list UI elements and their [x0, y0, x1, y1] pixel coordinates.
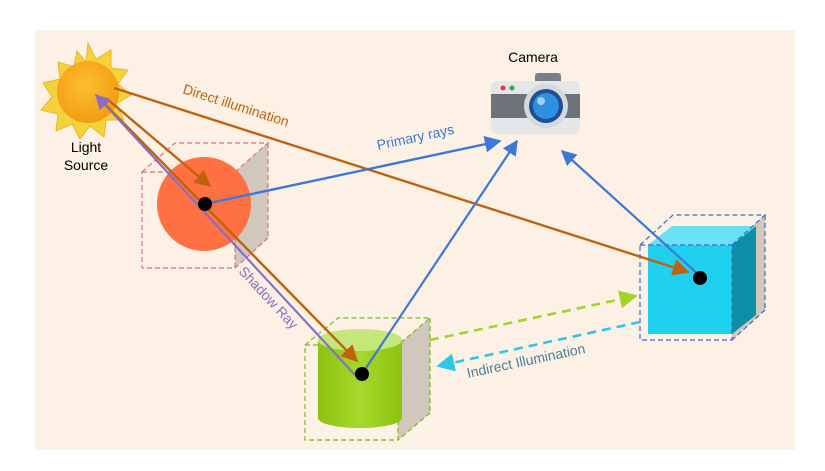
cube-top-face	[648, 226, 756, 245]
primary-ray-cylinder	[361, 139, 518, 375]
cylinder-object	[304, 317, 432, 441]
primary-ray-sphere	[204, 135, 502, 206]
cylinder	[318, 340, 402, 428]
sphere-bbox-top	[141, 142, 270, 173]
primary-ray-cube	[560, 149, 701, 277]
sun-disc	[57, 61, 119, 123]
direct-illumination-ray-cylinder	[100, 99, 359, 363]
cube-bbox-top	[639, 214, 767, 246]
direct-illumination-ray-sphere	[105, 97, 212, 188]
hit-point-sphere	[198, 197, 212, 211]
camera-led-red	[500, 85, 506, 91]
camera-lens-glint	[537, 97, 545, 105]
camera-icon	[491, 73, 580, 134]
hit-point-cylinder	[355, 367, 369, 381]
cylinder-shadow-plane	[398, 318, 430, 440]
hit-point-cube	[693, 271, 707, 285]
shadow-ray	[94, 93, 356, 376]
cube-object	[639, 214, 767, 341]
indirect-ray-green	[429, 290, 638, 342]
sphere-shadow-plane	[235, 143, 268, 268]
cylinder-bbox-edge	[397, 412, 431, 441]
light-source-label-line1: Light	[71, 139, 101, 155]
cube-bounding-box	[639, 244, 733, 341]
cube-front-face	[648, 245, 732, 334]
direct-illumination-ray-cube	[113, 86, 690, 276]
indirect-ray-cyan	[436, 320, 641, 372]
cube-side-face	[732, 226, 756, 334]
cylinder-bbox-top	[304, 317, 432, 346]
light-source-label-line2: Source	[64, 157, 109, 173]
camera-label: Camera	[508, 49, 558, 65]
camera-led-green	[509, 85, 515, 91]
camera-lens	[533, 93, 559, 119]
